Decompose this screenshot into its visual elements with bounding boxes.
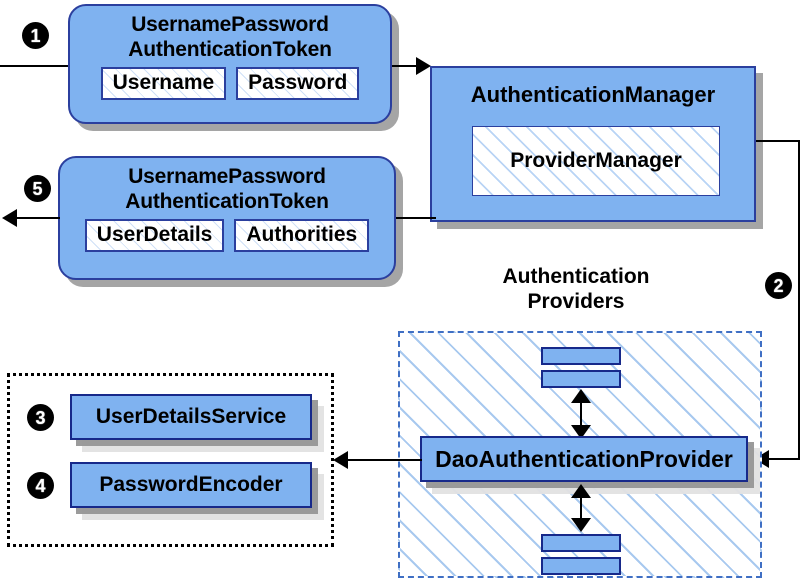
flow-line-request-in bbox=[0, 65, 70, 67]
flow-line-token-to-manager bbox=[392, 65, 424, 67]
dao-authentication-provider-box: DaoAuthenticationProvider bbox=[420, 436, 748, 482]
arrow-provider-bottom-up bbox=[571, 484, 591, 498]
authentication-manager-title: AuthenticationManager bbox=[470, 82, 716, 107]
user-details-service-card: UserDetailsService bbox=[70, 394, 312, 440]
request-token-slots: Username Password bbox=[100, 67, 360, 100]
arrow-response-out bbox=[2, 209, 17, 227]
provider-stack-top-bar-2 bbox=[541, 370, 621, 388]
step-marker-5: 5 bbox=[24, 175, 51, 202]
flow-line-provider-bottom bbox=[580, 491, 582, 525]
arrow-provider-top-down bbox=[571, 425, 591, 439]
step-marker-1: 1 bbox=[22, 22, 49, 49]
provider-stack-top-bar-1 bbox=[541, 347, 621, 365]
authentication-manager-box: AuthenticationManager ProviderManager bbox=[430, 66, 756, 222]
providers-section-label: Authentication Providers bbox=[502, 265, 650, 313]
provider-manager-box: ProviderManager bbox=[472, 126, 720, 196]
flow-line-provider-top bbox=[580, 396, 582, 432]
flow-line-response-out bbox=[16, 217, 60, 219]
step-marker-4: 4 bbox=[27, 472, 54, 499]
provider-stack-bottom-bar-2 bbox=[541, 557, 621, 575]
step-marker-3: 3 bbox=[27, 404, 54, 431]
response-token-slot-userdetails: UserDetails bbox=[84, 219, 225, 252]
provider-manager-label: ProviderManager bbox=[510, 149, 682, 172]
arrow-token-to-manager bbox=[416, 57, 431, 75]
request-token-card: UsernamePassword AuthenticationToken Use… bbox=[68, 4, 392, 124]
flow-line-provider-to-services bbox=[348, 459, 422, 461]
request-token-slot-username: Username bbox=[100, 67, 227, 100]
flow-line-manager-right bbox=[756, 140, 800, 142]
arrow-provider-to-services bbox=[333, 451, 348, 469]
response-token-slot-authorities: Authorities bbox=[234, 219, 370, 252]
flow-line-manager-to-response bbox=[396, 217, 436, 219]
request-token-title: UsernamePassword AuthenticationToken bbox=[128, 13, 332, 61]
response-token-slots: UserDetails Authorities bbox=[84, 219, 370, 252]
arrow-provider-bottom-down bbox=[571, 518, 591, 532]
step-marker-2: 2 bbox=[765, 272, 792, 299]
user-details-service-label: UserDetailsService bbox=[95, 405, 287, 428]
flow-line-manager-down bbox=[798, 140, 800, 459]
dao-authentication-provider-label: DaoAuthenticationProvider bbox=[435, 445, 733, 472]
response-token-title: UsernamePassword AuthenticationToken bbox=[125, 165, 329, 213]
request-token-slot-password: Password bbox=[236, 67, 360, 100]
password-encoder-label: PasswordEncoder bbox=[99, 473, 283, 496]
provider-stack-bottom-bar-1 bbox=[541, 534, 621, 552]
flow-line-to-dao-provider bbox=[766, 458, 800, 460]
password-encoder-card: PasswordEncoder bbox=[70, 462, 312, 508]
services-region bbox=[7, 373, 334, 547]
response-token-card: UsernamePassword AuthenticationToken Use… bbox=[58, 156, 396, 280]
arrow-provider-top-up bbox=[571, 389, 591, 403]
